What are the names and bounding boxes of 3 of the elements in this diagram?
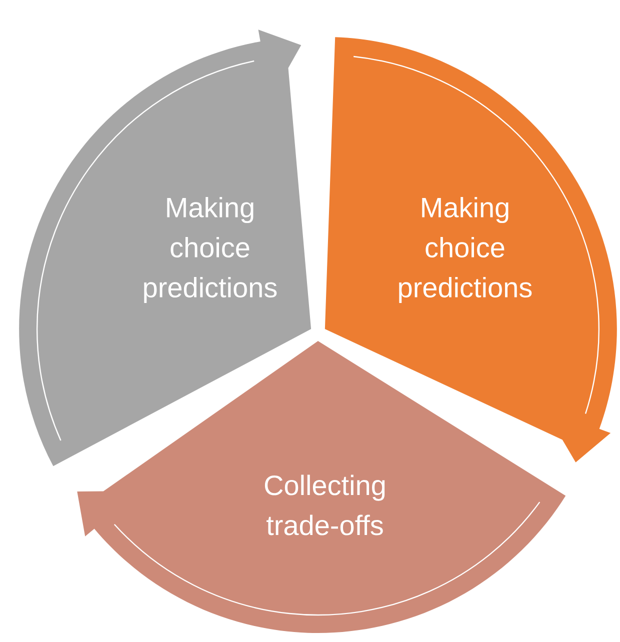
cycle-segment: Making choice predictions — [19, 30, 312, 466]
cycle-segment: Collecting trade-offs — [77, 341, 566, 633]
cycle-segment: Making choice predictions — [324, 37, 617, 462]
